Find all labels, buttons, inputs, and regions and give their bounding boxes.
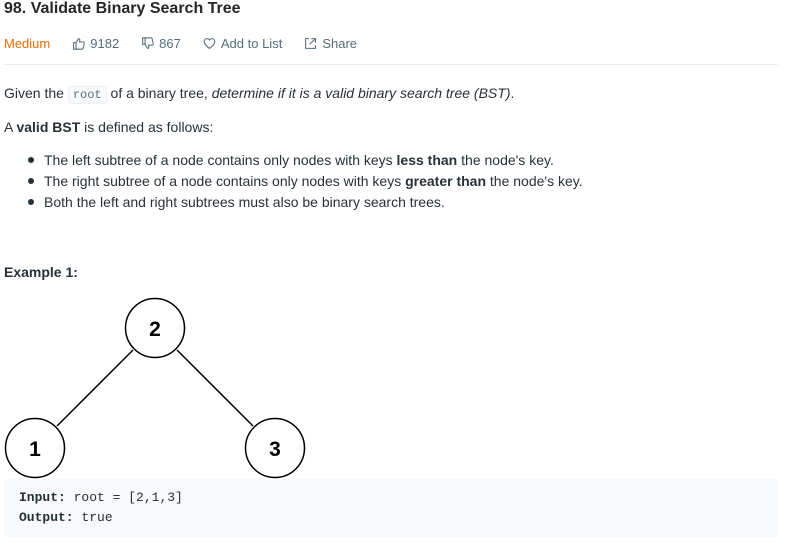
rule-text-end: the node's key. [461, 152, 554, 168]
example-output-line: Output: true [19, 510, 113, 525]
list-item: The right subtree of a node contains onl… [4, 171, 583, 192]
bst-prefix: A [4, 119, 13, 135]
tree-node-root: 2 [124, 297, 186, 359]
input-value: root = [2,1,3] [73, 490, 183, 505]
rule-text: The right subtree of a node contains onl… [44, 173, 402, 189]
tree-edge [56, 349, 134, 427]
problem-title: 98. Validate Binary Search Tree [4, 0, 241, 17]
share-button[interactable]: Share [304, 36, 357, 51]
intro-prefix: Given the [4, 85, 64, 101]
rule-bold: less than [396, 152, 458, 168]
thumbs-down-icon [142, 36, 155, 49]
like-button[interactable]: 9182 [72, 36, 119, 51]
tree-node-left: 1 [4, 417, 66, 479]
tree-node-label: 1 [29, 438, 41, 461]
dislike-button[interactable]: 867 [141, 36, 181, 51]
bst-rules-list: The left subtree of a node contains only… [4, 150, 583, 213]
bullet-icon [28, 199, 34, 205]
rule-text: The left subtree of a node contains only… [44, 152, 393, 168]
output-value: true [81, 510, 113, 525]
example-title: Example 1: [4, 264, 78, 280]
tree-node-label: 3 [269, 438, 281, 461]
tree-node-right: 3 [244, 417, 306, 479]
header-divider [4, 64, 778, 65]
add-to-list-button[interactable]: Add to List [203, 36, 282, 51]
tree-node-label: 2 [149, 318, 161, 341]
output-label: Output: [19, 510, 74, 525]
inline-code-root: root [67, 86, 107, 104]
example-input-line: Input: root = [2,1,3] [19, 490, 183, 505]
example-code-block: Input: root = [2,1,3] Output: true [4, 479, 778, 537]
bst-definition: A valid BST is defined as follows: [4, 117, 213, 137]
difficulty-label: Medium [4, 35, 51, 51]
bst-bold: valid BST [16, 119, 81, 135]
example-tree-diagram: 2 1 3 [4, 297, 306, 479]
intro-end: . [510, 85, 515, 101]
input-label: Input: [19, 490, 66, 505]
bst-suffix: is defined as follows: [84, 119, 214, 135]
intro-mid: of a binary tree, [110, 85, 208, 101]
heart-icon [203, 37, 216, 49]
rule-text-end: the node's key. [489, 173, 583, 189]
share-label: Share [322, 35, 358, 51]
bullet-icon [28, 157, 34, 163]
thumbs-up-icon [73, 37, 86, 50]
intro-italic: determine if it is a valid binary search… [211, 85, 511, 101]
list-item: Both the left and right subtrees must al… [4, 192, 583, 213]
tree-edge [176, 349, 254, 427]
dislike-count: 867 [159, 35, 181, 51]
rule-text: Both the left and right subtrees must al… [44, 194, 445, 210]
like-count: 9182 [90, 35, 120, 51]
share-icon [305, 37, 317, 49]
problem-meta-bar: Medium 9182 867 Add to List [4, 34, 379, 52]
rule-bold: greater than [405, 173, 487, 189]
bullet-icon [28, 178, 34, 184]
list-item: The left subtree of a node contains only… [4, 150, 583, 171]
add-to-list-label: Add to List [220, 35, 283, 51]
description-intro: Given the root of a binary tree, determi… [4, 83, 514, 105]
